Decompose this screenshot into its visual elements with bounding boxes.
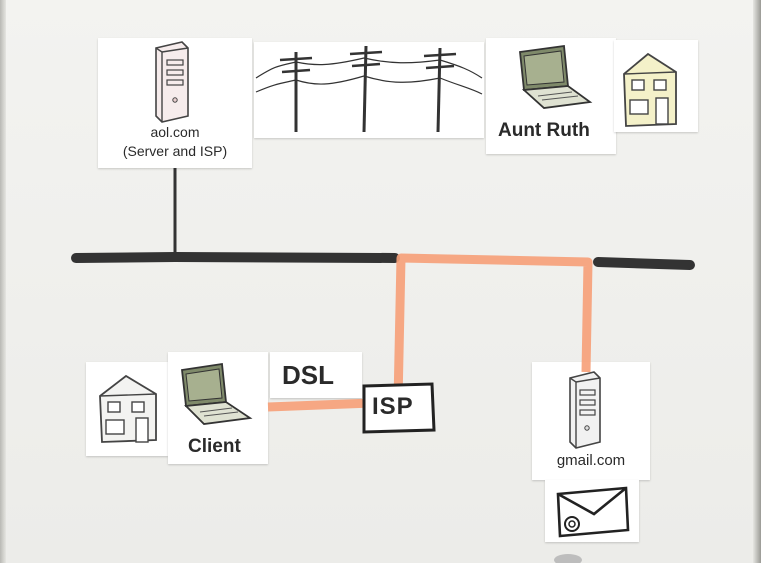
board-right-edge: [753, 0, 761, 563]
isp-label: ISP: [372, 393, 414, 420]
gmail-label: gmail.com: [556, 452, 626, 469]
envelope-icon: [556, 486, 630, 538]
marker-cap: [554, 554, 582, 563]
aunt-ruth-label: Aunt Ruth: [498, 120, 590, 141]
house-icon: [623, 52, 677, 127]
board-left-edge: [0, 0, 6, 563]
house-icon: [99, 374, 157, 443]
dsl-card: [270, 352, 362, 398]
internet-backbone-line-right: [593, 257, 695, 270]
utility-pole-icon: [255, 45, 483, 133]
server-icon: [569, 371, 601, 449]
laptop-icon: [519, 44, 593, 109]
client-label: Client: [188, 436, 241, 457]
server-icon: [155, 41, 189, 123]
internet-backbone-line: [71, 251, 400, 263]
laptop-icon: [181, 362, 253, 425]
dsl-label: DSL: [282, 360, 334, 390]
route-highlight: [267, 253, 593, 412]
aol-label-role: (Server and ISP): [122, 143, 228, 159]
isp-box: [362, 382, 436, 434]
aol-label-name: aol.com: [150, 124, 200, 140]
